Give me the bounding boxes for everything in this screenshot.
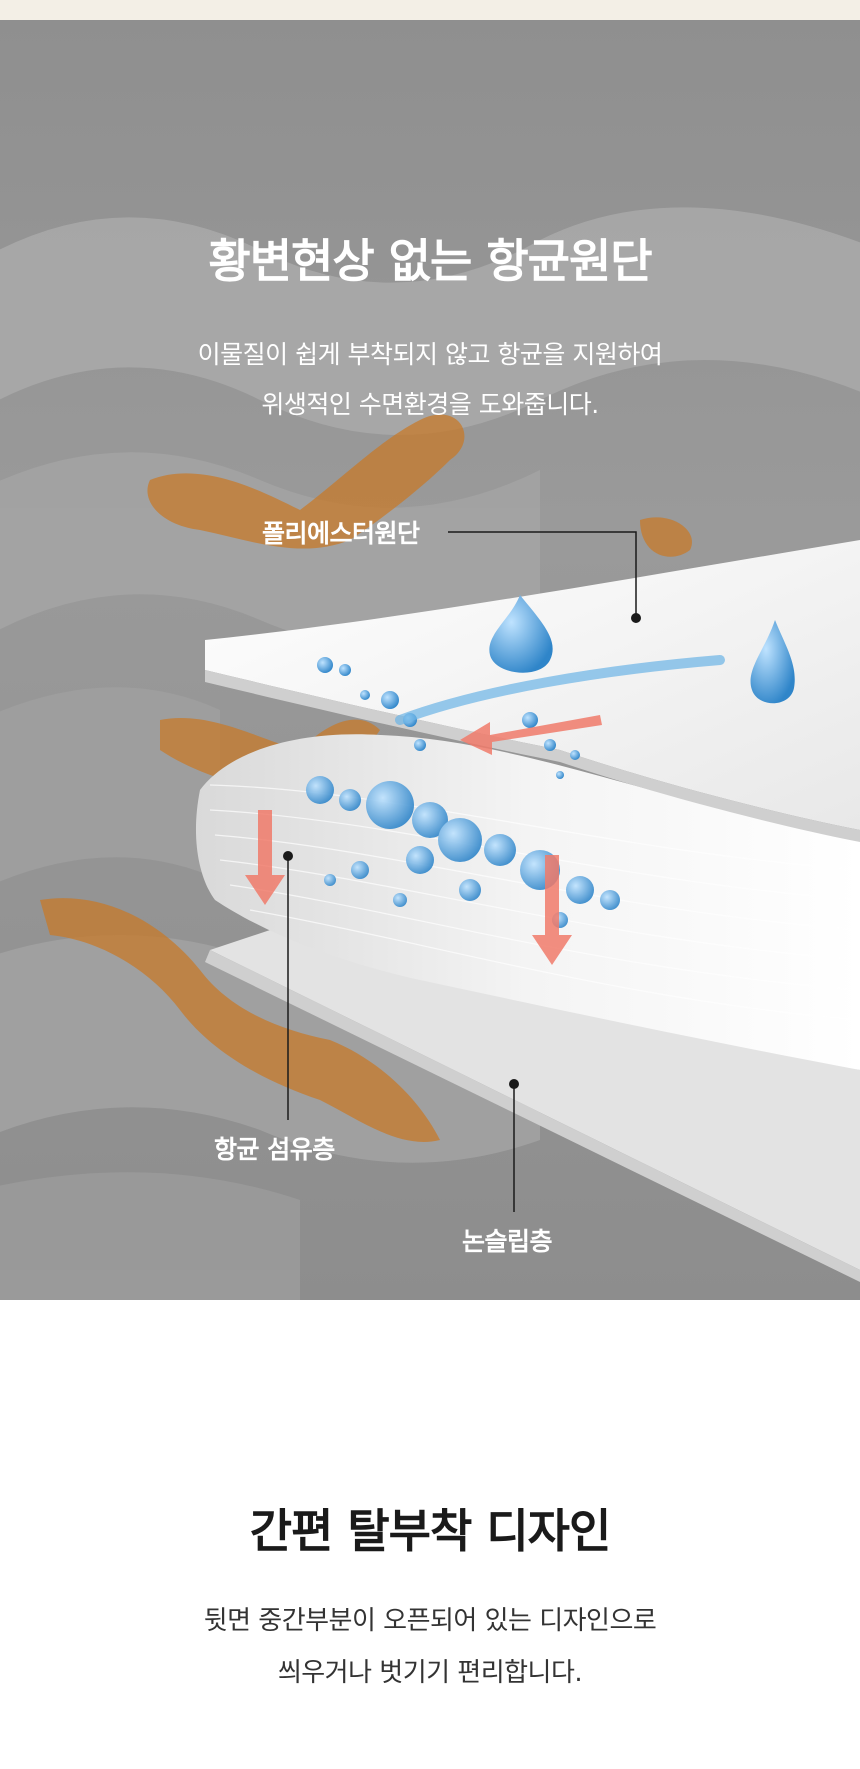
- label-antibacterial-fiber-layer: 항균 섬유층: [214, 1135, 335, 1164]
- section2-description-line-2: 씌우거나 벗기기 편리합니다.: [277, 1658, 583, 1688]
- hero-description-line-2: 위생적인 수면환경을 도와줍니다.: [261, 390, 599, 419]
- section2-title: 간편 탈부착 디자인: [249, 1504, 612, 1558]
- hero-description-line-1: 이물질이 쉽게 부착되지 않고 항균을 지원하여: [197, 340, 663, 369]
- flow-arrows: [245, 715, 602, 965]
- hero-title: 황변현상 없는 항균원단: [208, 234, 652, 288]
- top-strip: [0, 0, 860, 20]
- section2-description-line-1: 뒷면 중간부분이 오픈되어 있는 디자인으로: [203, 1606, 657, 1636]
- label-nonslip-layer: 논슬립층: [462, 1227, 553, 1256]
- section2-description: 뒷면 중간부분이 오픈되어 있는 디자인으로 씌우거나 벗기기 편리합니다.: [0, 1595, 860, 1699]
- fabric-hero-section: 황변현상 없는 항균원단 이물질이 쉽게 부착되지 않고 항균을 지원하여 위생…: [0, 20, 860, 1300]
- label-polyester-fabric: 폴리에스터원단: [262, 519, 420, 548]
- fabric-layers-illustration: [0, 207, 860, 1300]
- hero-description: 이물질이 쉽게 부착되지 않고 항균을 지원하여 위생적인 수면환경을 도와줍니…: [0, 330, 860, 430]
- water-droplets: [306, 776, 620, 928]
